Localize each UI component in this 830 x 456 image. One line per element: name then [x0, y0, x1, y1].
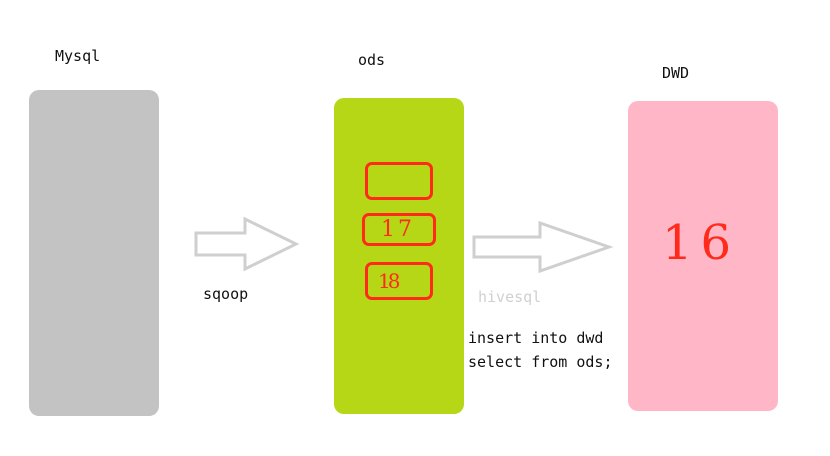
sqoop-label: sqoop	[203, 285, 249, 303]
mysql-label: Mysql	[55, 47, 101, 65]
hivesql-arrow	[472, 220, 614, 274]
sql-line-2: select from ods;	[468, 353, 613, 371]
sql-line-1: insert into dwd	[468, 329, 604, 347]
hivesql-label: hivesql	[478, 288, 542, 306]
dwd-label: DWD	[662, 64, 690, 82]
ods-partition-1	[365, 162, 433, 200]
ods-partition-3-label: 18	[378, 269, 401, 293]
ods-partition-3: 18	[365, 262, 433, 300]
ods-partition-2-label: 17	[381, 217, 415, 242]
ods-label: ods	[358, 51, 386, 69]
mysql-block	[29, 90, 159, 416]
sqoop-arrow	[194, 216, 300, 272]
dwd-block: 16	[628, 101, 778, 411]
ods-block: 17 18	[334, 98, 464, 414]
ods-partition-2: 17	[362, 213, 436, 246]
dwd-handwritten: 16	[662, 215, 740, 271]
